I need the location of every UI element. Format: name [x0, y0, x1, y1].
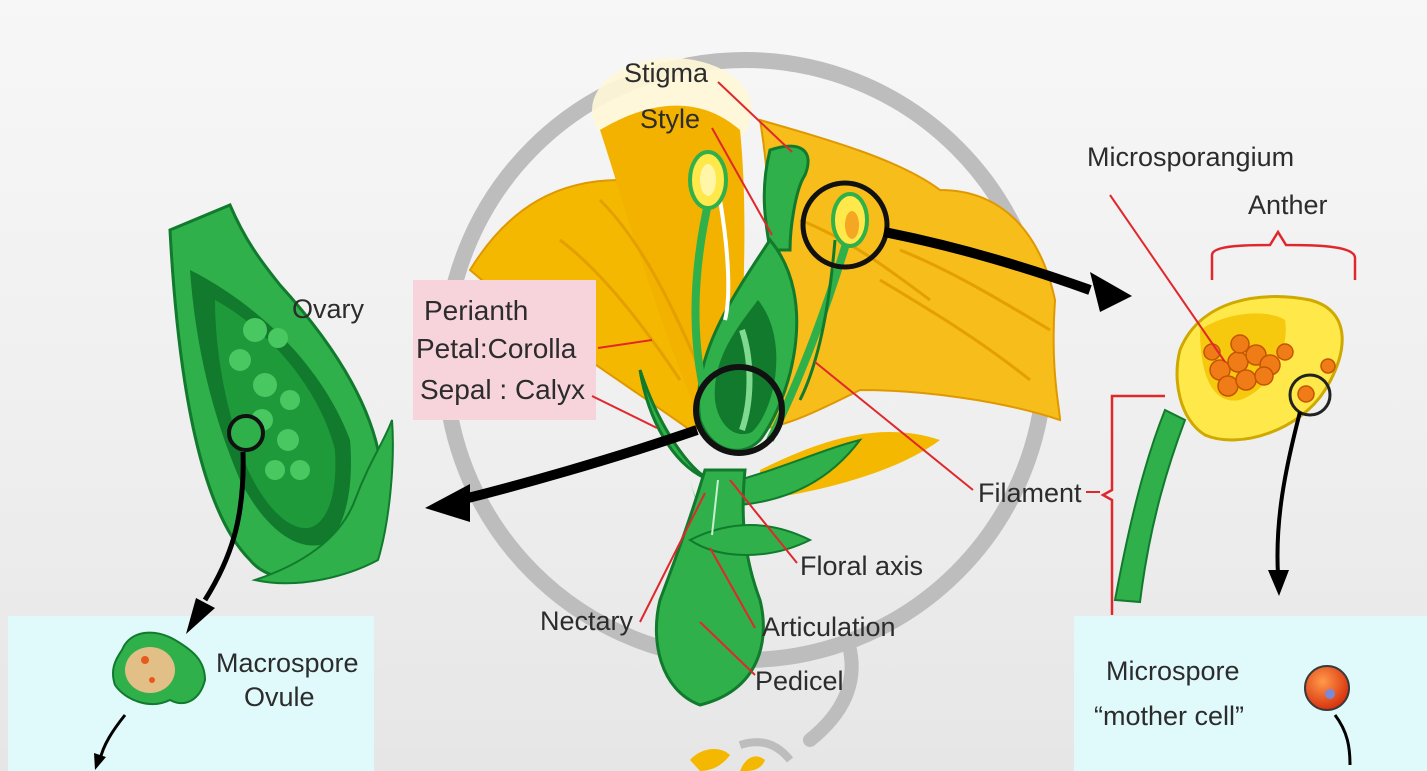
label-floral-axis: Floral axis — [800, 551, 923, 581]
bottom-fragment — [690, 749, 765, 771]
arrow-to-microspore — [1277, 412, 1300, 575]
label-articulation: Articulation — [762, 612, 896, 642]
microspore-box — [1074, 616, 1427, 771]
arrow-to-ovary-detail — [460, 430, 697, 500]
label-nectary: Nectary — [540, 606, 634, 636]
label-macrospore: Macrospore — [216, 648, 359, 678]
label-microsporangium: Microsporangium — [1087, 142, 1294, 172]
label-perianth: Perianth — [424, 295, 528, 326]
label-stigma: Stigma — [624, 58, 709, 88]
label-anther: Anther — [1248, 190, 1328, 220]
stamen-detail — [1115, 297, 1342, 602]
label-filament: Filament — [978, 478, 1082, 508]
label-pedicel: Pedicel — [755, 666, 844, 696]
label-petal-corolla: Petal:Corolla — [416, 333, 577, 364]
label-ovary: Ovary — [292, 294, 365, 324]
anther-bracket — [1212, 232, 1355, 280]
microspore-cell — [1305, 666, 1349, 710]
label-sepal-calyx: Sepal : Calyx — [420, 374, 585, 405]
label-style: Style — [640, 104, 700, 134]
ovary-detail — [170, 205, 393, 583]
label-ovule: Ovule — [244, 682, 315, 712]
label-microspore: Microspore — [1106, 656, 1240, 686]
label-mother-cell: “mother cell” — [1094, 701, 1244, 731]
